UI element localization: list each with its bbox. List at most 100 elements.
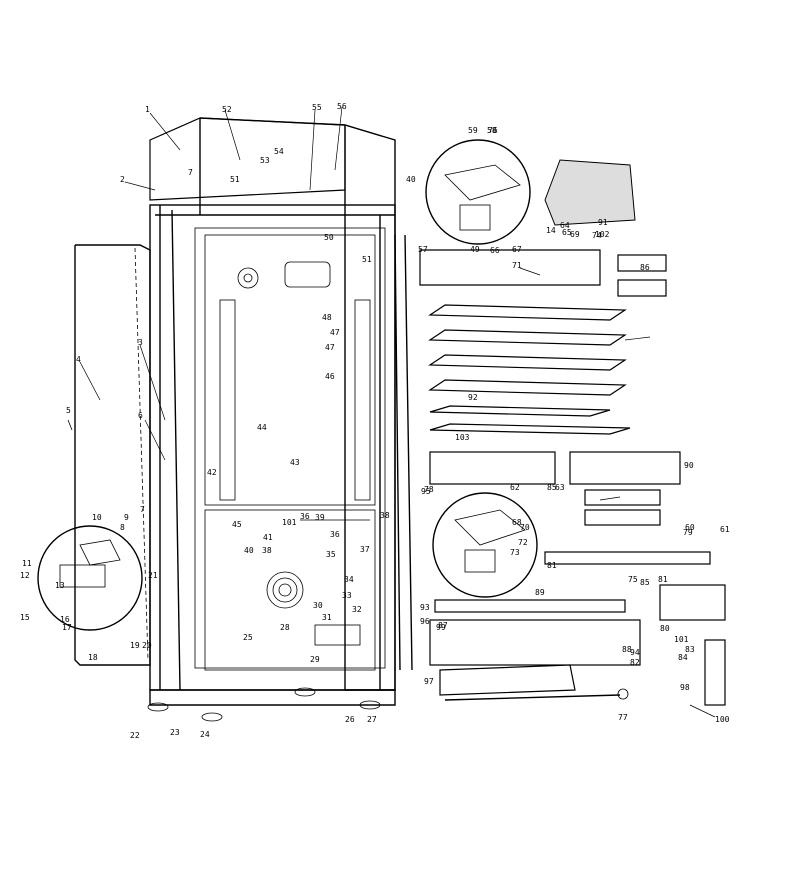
callout-label: 36	[330, 530, 340, 539]
callout-label: 84	[678, 653, 688, 662]
callout-label: 28	[280, 623, 290, 632]
door-accessories	[544, 159, 667, 297]
callout-label: 87	[438, 621, 448, 630]
callout-label: 72	[518, 538, 528, 547]
callout-label: 77	[618, 713, 628, 722]
callout-label: 67	[512, 245, 522, 254]
callout-label: 61	[720, 525, 730, 534]
callout-label: 92	[468, 393, 478, 402]
callout-label: 76	[488, 126, 498, 135]
callout-label: 5	[66, 406, 71, 415]
callout-label: 78	[424, 485, 434, 494]
callout-label: 40	[406, 175, 416, 184]
callout-label: 58	[487, 126, 497, 135]
callout-label: 18	[88, 653, 98, 662]
callout-label: 23	[170, 728, 180, 737]
callout-label: 2	[120, 175, 125, 184]
callout-label: 85	[547, 483, 557, 492]
callout-label: 60	[685, 523, 695, 532]
callout-label: 3	[138, 338, 143, 347]
callout-label: 19	[130, 641, 140, 650]
callout-label: 85	[640, 578, 650, 587]
callout-label: 62	[510, 483, 520, 492]
callout-label: 32	[352, 605, 362, 614]
callout-label: 101	[674, 635, 689, 644]
callout-label: 21	[148, 571, 158, 580]
callout-label: 99	[436, 623, 446, 632]
callout-label: 22	[130, 731, 140, 740]
callout-label: 80	[660, 624, 670, 633]
callout-label: 66	[490, 246, 500, 255]
callout-label: 7	[140, 505, 145, 514]
callout-label: 41	[263, 533, 273, 542]
callout-label: 44	[257, 423, 267, 432]
callout-label: 14	[546, 226, 556, 235]
callout-label: 38	[262, 546, 272, 555]
callout-label: 73	[510, 548, 520, 557]
callout-label: 43	[290, 458, 300, 467]
callout-label: 35	[326, 550, 336, 559]
callout-label: 7	[188, 168, 193, 177]
callout-label: 79	[683, 528, 693, 537]
callout-label: 48	[322, 313, 332, 322]
callout-label: 54	[274, 147, 284, 156]
callout-label: 8	[120, 523, 125, 532]
callout-label: 17	[62, 623, 72, 632]
left-door	[67, 244, 151, 666]
callout-label: 64	[560, 221, 570, 230]
callout-label: 69	[570, 230, 580, 239]
callout-label: 42	[207, 468, 217, 477]
callout-label: 71	[512, 261, 522, 270]
callout-label: 38	[380, 511, 390, 520]
callout-label: 82	[630, 658, 640, 667]
drawers	[429, 451, 726, 706]
callout-label: 46	[325, 372, 335, 381]
callout-label: 93	[420, 603, 430, 612]
callout-label: 12	[20, 571, 30, 580]
callout-label: 103	[455, 433, 470, 442]
callout-label: 57	[418, 245, 428, 254]
callout-label: 101	[282, 518, 297, 527]
shelves	[419, 249, 631, 435]
callout-label: 91	[598, 218, 608, 227]
callout-label: 31	[322, 613, 332, 622]
callout-label: 9	[124, 513, 129, 522]
callout-label: 94	[630, 648, 640, 657]
callout-label: 51	[362, 255, 372, 264]
callout-label: 39	[315, 513, 325, 522]
callout-label: 16	[60, 615, 70, 624]
callout-label: 4	[76, 355, 81, 364]
callout-label: 68	[512, 518, 522, 527]
callout-label: 11	[22, 559, 32, 568]
callout-label: 45	[232, 520, 242, 529]
right-trim	[394, 234, 413, 671]
callout-label: 6	[138, 411, 143, 420]
callout-label: 10	[92, 513, 102, 522]
callout-label: 83	[685, 645, 695, 654]
hinge-detail-bottom	[432, 492, 538, 598]
callout-label: 34	[344, 575, 354, 584]
callout-label: 89	[535, 588, 545, 597]
callout-label: 47	[330, 328, 340, 337]
interior-liner	[204, 234, 376, 671]
callout-label: 52	[222, 105, 232, 114]
callout-label: 20	[142, 641, 152, 650]
callout-label: 102	[595, 230, 610, 239]
callout-label: 37	[360, 545, 370, 554]
hinge-detail-left	[37, 525, 143, 631]
callout-label: 24	[200, 730, 210, 739]
callout-label: 86	[640, 263, 650, 272]
callout-label: 63	[555, 483, 565, 492]
callout-label: 30	[313, 601, 323, 610]
callout-label: 95	[421, 487, 431, 496]
callout-label: 15	[20, 613, 30, 622]
callout-label: 65	[562, 228, 572, 237]
callout-label: 47	[325, 343, 335, 352]
callout-label: 40	[244, 546, 254, 555]
callout-label: 59	[468, 126, 478, 135]
callout-label: 29	[310, 655, 320, 664]
callout-label: 13	[55, 581, 65, 590]
leader-lines	[79, 106, 716, 718]
callout-label: 36	[300, 512, 310, 521]
